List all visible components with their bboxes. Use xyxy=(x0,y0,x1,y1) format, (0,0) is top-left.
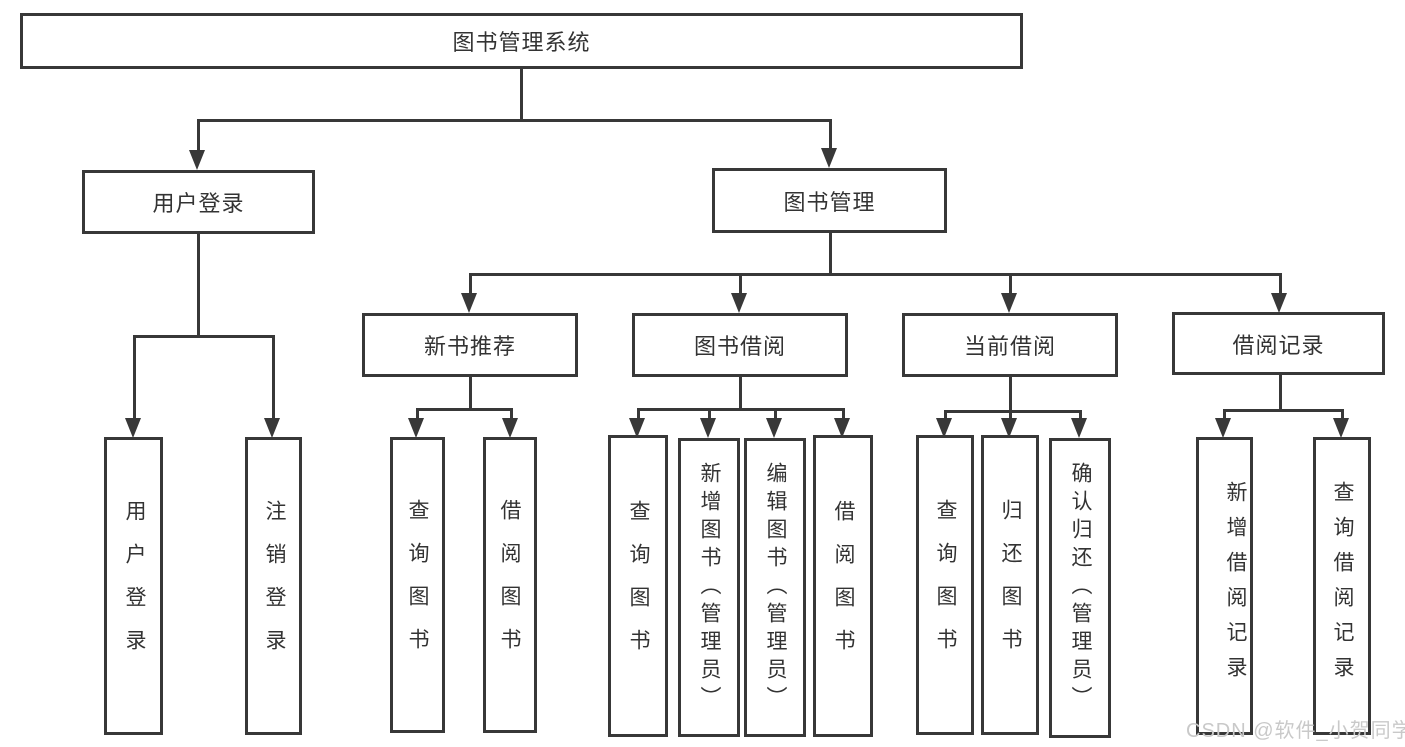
connector-line xyxy=(1009,377,1012,412)
arrow-down-icon xyxy=(1333,418,1349,438)
node-new-book-recommend: 新书推荐 xyxy=(362,313,578,377)
node-label: 图书管理 xyxy=(783,189,876,215)
connector-line xyxy=(774,408,777,420)
leaf-logout: 注销登录 xyxy=(245,437,302,735)
csdn-watermark: CSDN @软件_小贺同学 xyxy=(1186,720,1405,742)
connector-line xyxy=(416,408,419,420)
leaf-borrow-books: 借阅图书 xyxy=(813,435,873,737)
leaf-return-books: 归还图书 xyxy=(981,435,1039,735)
leaf-add-borrow-record: 新增借阅记录 xyxy=(1196,437,1253,735)
connector-line xyxy=(1279,273,1282,295)
arrow-down-icon xyxy=(700,418,716,438)
leaf-add-books-admin: 新增图书（管理员） xyxy=(678,438,740,737)
connector-line xyxy=(708,408,711,420)
connector-line xyxy=(469,377,472,410)
arrow-down-icon xyxy=(1071,418,1087,438)
connector-line xyxy=(1223,409,1344,412)
connector-line xyxy=(133,335,136,419)
node-label: 图书借阅 xyxy=(693,334,786,359)
arrow-down-icon xyxy=(1001,293,1017,313)
connector-line xyxy=(842,408,845,420)
connector-line xyxy=(133,335,275,338)
node-label: 当前借阅 xyxy=(963,334,1056,359)
arrow-down-icon xyxy=(461,293,477,313)
connector-line xyxy=(416,408,513,411)
connector-line xyxy=(739,377,742,410)
leaf-confirm-return-admin: 确认归还（管理员） xyxy=(1049,438,1111,738)
node-book-borrow: 图书借阅 xyxy=(632,313,848,377)
connector-line xyxy=(829,119,832,150)
leaf-edit-books-admin: 编辑图书（管理员） xyxy=(744,438,806,737)
arrow-down-icon xyxy=(1001,418,1017,438)
arrow-down-icon xyxy=(731,293,747,313)
connector-line xyxy=(469,273,472,295)
node-label: 借阅记录 xyxy=(1232,332,1325,358)
connector-line xyxy=(197,234,200,337)
connector-line xyxy=(510,408,513,420)
leaf-user-login: 用户登录 xyxy=(104,437,163,735)
leaf-query-books: 查询图书 xyxy=(916,435,974,735)
node-current-borrow: 当前借阅 xyxy=(902,313,1118,377)
arrow-down-icon xyxy=(125,418,141,438)
arrow-down-icon xyxy=(264,418,280,438)
leaf-query-books: 查询图书 xyxy=(390,437,445,733)
arrow-down-icon xyxy=(936,418,952,438)
connector-line xyxy=(1079,410,1082,420)
connector-line xyxy=(829,233,832,275)
node-root-library-system: 图书管理系统 xyxy=(20,13,1023,69)
leaf-borrow-books: 借阅图书 xyxy=(483,437,537,733)
connector-line xyxy=(272,335,275,419)
arrow-down-icon xyxy=(821,148,837,168)
arrow-down-icon xyxy=(834,418,850,438)
connector-line xyxy=(637,408,640,420)
arrow-down-icon xyxy=(1271,293,1287,313)
connector-line xyxy=(1279,375,1282,411)
leaf-query-books: 查询图书 xyxy=(608,435,668,737)
node-label: 新书推荐 xyxy=(423,334,516,359)
node-label: 图书管理系统 xyxy=(452,30,591,55)
connector-line xyxy=(520,69,523,121)
arrow-down-icon xyxy=(1215,418,1231,438)
node-book-management: 图书管理 xyxy=(712,168,947,233)
arrow-down-icon xyxy=(408,418,424,438)
connector-line xyxy=(469,273,1282,276)
connector-line xyxy=(1223,409,1226,420)
arrow-down-icon xyxy=(189,150,205,170)
leaf-query-borrow-record: 查询借阅记录 xyxy=(1313,437,1371,735)
node-label: 用户登录 xyxy=(152,191,245,216)
connector-line xyxy=(1341,409,1344,420)
connector-line xyxy=(637,408,845,411)
connector-line xyxy=(197,119,832,122)
connector-line xyxy=(1009,410,1012,420)
connector-line xyxy=(944,410,947,420)
arrow-down-icon xyxy=(502,418,518,438)
connector-line xyxy=(739,273,742,295)
arrow-down-icon xyxy=(766,418,782,438)
connector-line xyxy=(944,410,1082,413)
connector-line xyxy=(1009,273,1012,295)
arrow-down-icon xyxy=(629,418,645,438)
node-borrow-record: 借阅记录 xyxy=(1172,312,1385,375)
node-user-login: 用户登录 xyxy=(82,170,315,234)
connector-line xyxy=(197,119,200,152)
